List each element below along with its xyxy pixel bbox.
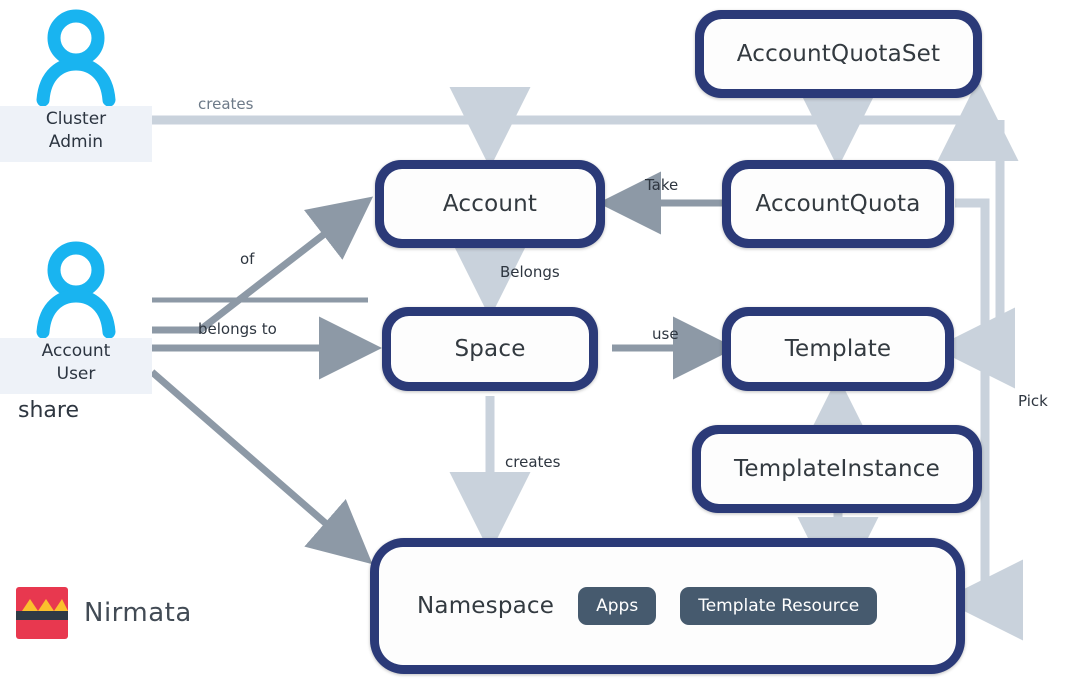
actor-caption-line1: Cluster [45, 109, 107, 129]
node-account[interactable]: Account [375, 160, 605, 248]
actor-cluster-admin: Cluster Admin [0, 8, 152, 162]
edge-label-quota-take: Take [645, 176, 679, 194]
actor-caption: Cluster Admin [0, 106, 152, 162]
brand: Nirmata [14, 585, 192, 641]
edge-label-user-belongs-to: belongs to [198, 320, 277, 338]
edge-label-space-use: use [652, 325, 679, 343]
node-account-quota-set[interactable]: AccountQuotaSet [695, 10, 982, 98]
node-label: TemplateInstance [734, 456, 940, 482]
node-template-instance[interactable]: TemplateInstance [692, 425, 982, 513]
edge-label-right-pick: Pick [1018, 392, 1048, 410]
pill-template-resource[interactable]: Template Resource [680, 587, 878, 625]
actor-caption-line2: Admin [48, 132, 104, 152]
node-label: Template [784, 336, 892, 362]
edge-label-account-belongs: Belongs [500, 263, 560, 281]
pill-apps[interactable]: Apps [578, 587, 657, 625]
actor-account-user: Account User [0, 240, 152, 394]
actor-caption-line2: User [56, 364, 96, 384]
node-template[interactable]: Template [722, 307, 954, 391]
brand-word: Nirmata [84, 598, 192, 628]
edge-label-admin-creates: creates [198, 95, 254, 113]
node-namespace[interactable]: Namespace Apps Template Resource [370, 538, 965, 674]
edge-label-user-of: of [240, 250, 255, 268]
node-label: Space [454, 336, 526, 362]
node-space[interactable]: Space [382, 307, 598, 391]
node-label: Account [442, 191, 538, 217]
user-icon [36, 241, 116, 338]
node-label: Namespace [417, 593, 555, 619]
node-label: AccountQuota [755, 191, 921, 217]
nirmata-logo-icon [16, 587, 68, 639]
edge-label-space-creates: creates [505, 453, 561, 471]
actor-caption-line1: Account [41, 341, 111, 361]
node-label: AccountQuotaSet [736, 41, 941, 67]
user-icon [36, 9, 116, 106]
actor-caption: Account User [0, 338, 152, 394]
edge-label-user-share: share [18, 398, 79, 423]
node-account-quota[interactable]: AccountQuota [722, 160, 954, 248]
